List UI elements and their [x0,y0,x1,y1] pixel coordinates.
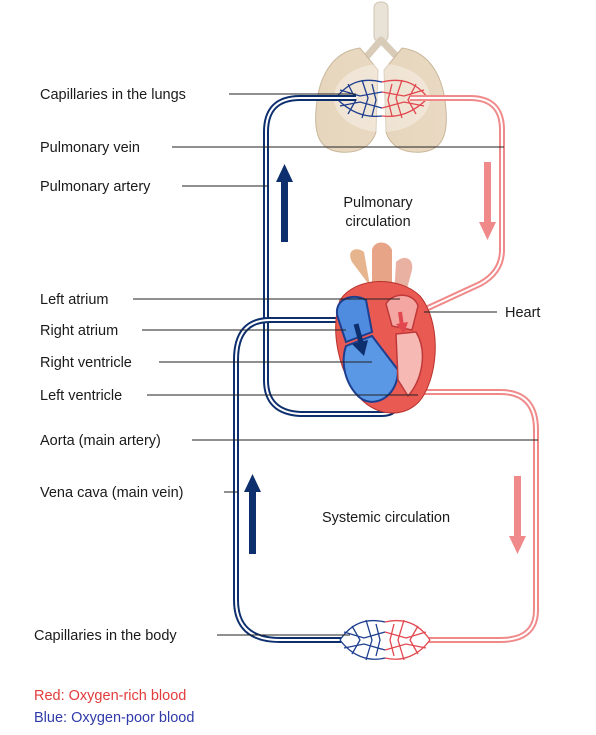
legend-blue: Blue: Oxygen-poor blood [34,710,194,726]
label-right-ventricle: Right ventricle [40,355,132,371]
lungs-illustration [315,1,447,153]
region-systemic: Systemic circulation [322,510,450,526]
heart-illustration [335,242,436,414]
label-pulmonary-artery: Pulmonary artery [40,179,151,195]
systemic-down-arrow [509,476,526,554]
pulmonary-up-arrow [276,164,293,242]
systemic-up-arrow [244,474,261,554]
label-vena-cava: Vena cava (main vein) [40,485,183,501]
label-capillaries-body: Capillaries in the body [34,628,177,644]
label-left-ventricle: Left ventricle [40,388,122,404]
label-pulmonary-vein: Pulmonary vein [40,140,140,156]
body-capillaries [339,614,431,666]
label-left-atrium: Left atrium [40,292,109,308]
region-pulmonary-line2: circulation [345,214,410,230]
label-aorta: Aorta (main artery) [40,433,161,449]
legend-red: Red: Oxygen-rich blood [34,688,186,704]
label-right-atrium: Right atrium [40,323,118,339]
region-pulmonary-line1: Pulmonary [343,195,413,211]
label-heart: Heart [505,305,540,321]
pulmonary-down-arrow [479,162,496,240]
label-capillaries-lungs: Capillaries in the lungs [40,87,186,103]
